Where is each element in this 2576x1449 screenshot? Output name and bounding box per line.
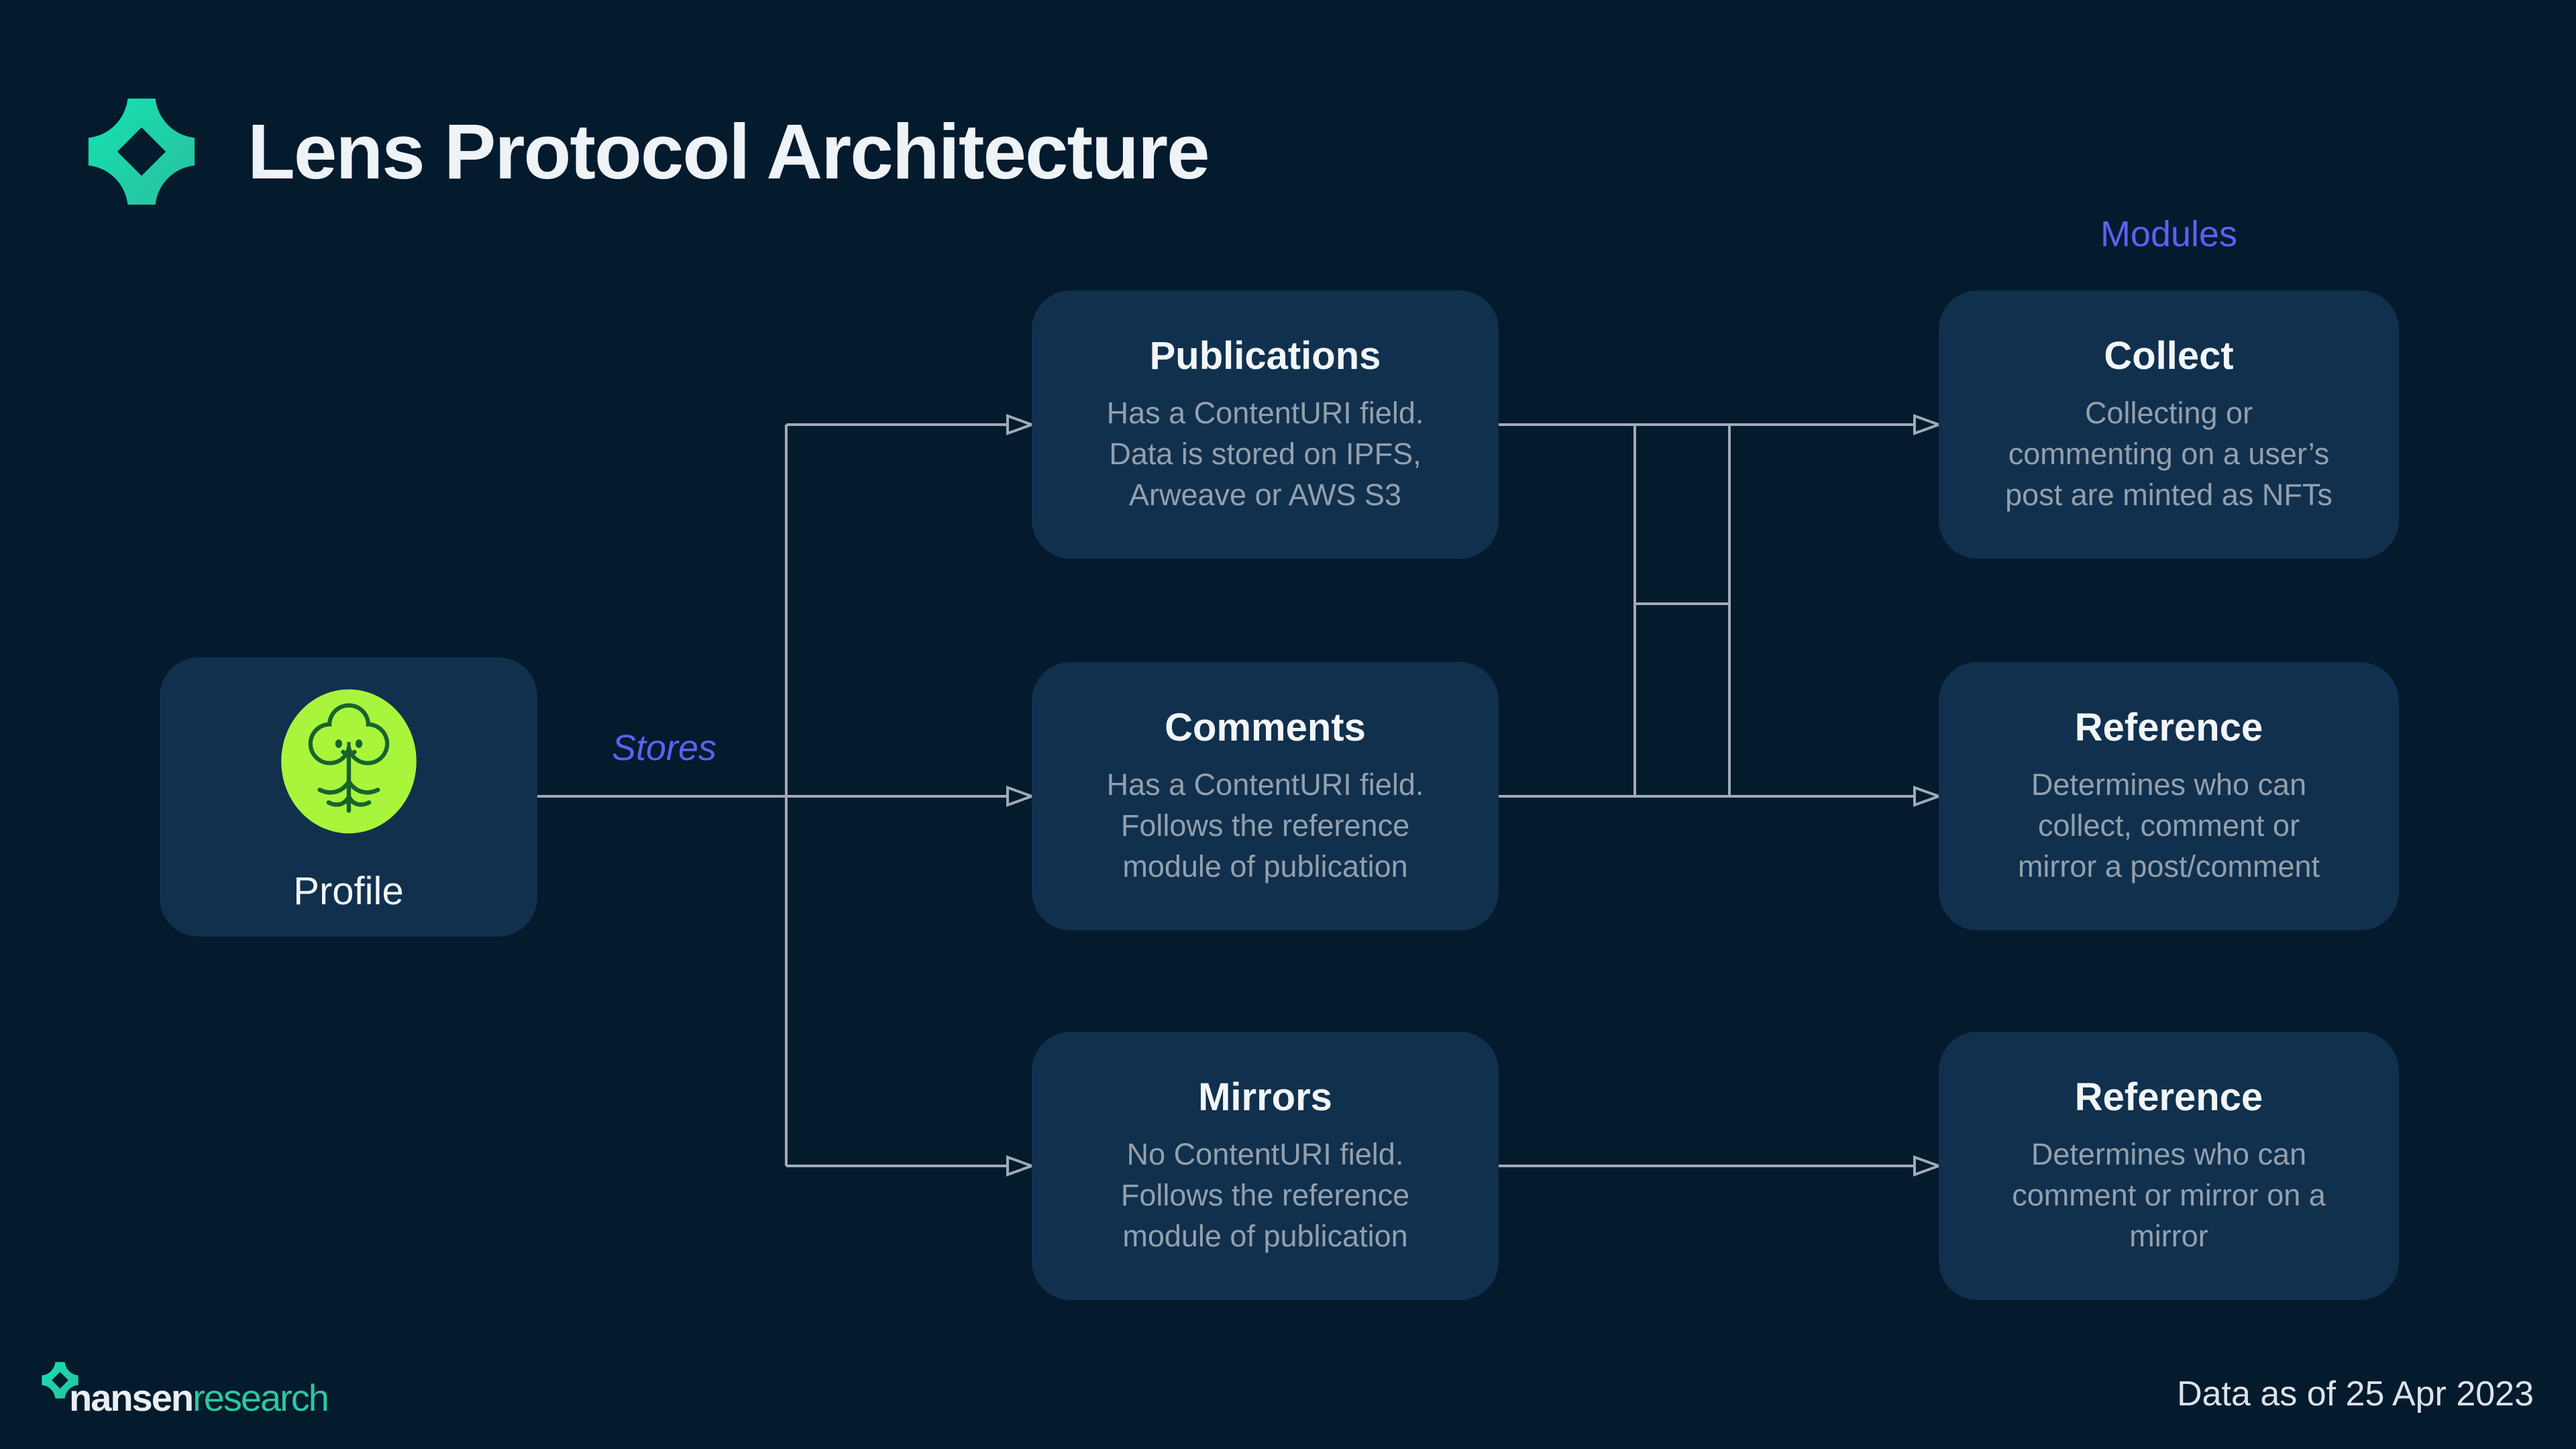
collect-module-card: Collect Collecting or commenting on a us… xyxy=(1939,290,2399,559)
arrowhead-icon xyxy=(1006,786,1036,807)
comments-card: Comments Has a ContentURI field. Follows… xyxy=(1032,662,1499,930)
arrowhead-icon xyxy=(1913,1155,1943,1177)
card-title: Publications xyxy=(1149,333,1381,378)
profile-to-middle-connectors xyxy=(537,414,1036,1177)
card-title: Reference xyxy=(2074,1075,2263,1119)
arrowhead-icon xyxy=(1006,1155,1036,1177)
modules-column-label: Modules xyxy=(2100,214,2238,254)
card-body: Collecting or commenting on a user’s pos… xyxy=(2005,395,2332,512)
lens-flower-icon xyxy=(280,689,417,833)
card-title: Comments xyxy=(1165,705,1366,749)
brand-name: nansen xyxy=(69,1377,194,1419)
card-body: Determines who can comment or mirror on … xyxy=(2012,1136,2326,1253)
stores-edge-label: Stores xyxy=(611,728,717,768)
brand-wordmark: nansenresearch xyxy=(69,1377,329,1419)
arrowhead-icon xyxy=(1913,786,1943,807)
profile-card: Profile xyxy=(160,657,537,936)
card-body: No ContentURI field. Follows the referen… xyxy=(1120,1136,1410,1253)
card-body: Has a ContentURI field. Follows the refe… xyxy=(1106,767,1424,883)
arrowhead-icon xyxy=(1006,414,1036,435)
middle-to-modules-connectors xyxy=(1499,414,1943,1177)
reference-module-card-bottom: Reference Determines who can comment or … xyxy=(1939,1032,2399,1300)
card-title: Reference xyxy=(2074,705,2263,749)
profile-card-title: Profile xyxy=(293,869,404,913)
nansen-star-icon xyxy=(88,98,195,205)
brand-division: research xyxy=(193,1377,329,1419)
mirrors-card: Mirrors No ContentURI field. Follows the… xyxy=(1032,1032,1499,1300)
reference-module-card-top: Reference Determines who can collect, co… xyxy=(1939,662,2399,930)
publications-card: Publications Has a ContentURI field. Dat… xyxy=(1032,290,1499,559)
card-body: Has a ContentURI field. Data is stored o… xyxy=(1106,395,1424,512)
nansen-star-icon xyxy=(42,1362,78,1399)
nansen-research-logo: nansenresearch xyxy=(40,1360,443,1421)
card-title: Mirrors xyxy=(1198,1075,1332,1119)
card-title: Collect xyxy=(2104,333,2234,378)
arrowhead-icon xyxy=(1913,414,1943,435)
card-body: Determines who can collect, comment or m… xyxy=(2017,767,2320,883)
page-title: Lens Protocol Architecture xyxy=(248,108,1210,195)
data-as-of-note: Data as of 25 Apr 2023 xyxy=(2177,1375,2534,1413)
header: Lens Protocol Architecture xyxy=(84,94,1210,209)
